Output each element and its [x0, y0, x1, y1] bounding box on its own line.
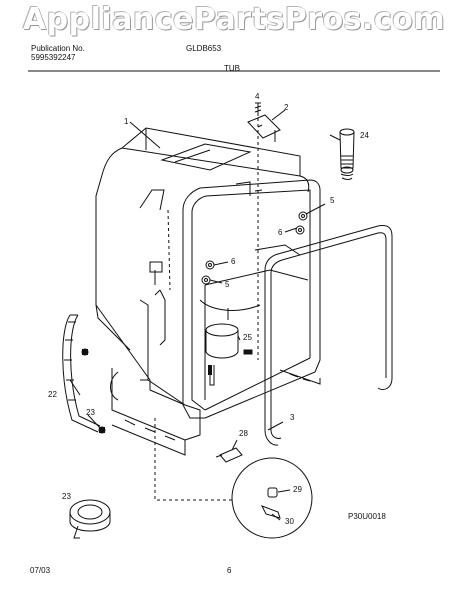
figure-code: P30U0018: [348, 512, 386, 521]
tub-interior: [199, 244, 309, 400]
callouts: 1 2 4 24 5 6 6 5 25 22 23 3 28 23 29 30 …: [48, 92, 386, 526]
leader-lines: [69, 109, 341, 521]
door-gasket: [264, 225, 393, 446]
callout-2: 2: [284, 103, 289, 112]
callout-1: 1: [124, 117, 129, 126]
callout-6a: 6: [278, 228, 283, 237]
page-number: 6: [227, 566, 232, 575]
callout-6b: 6: [231, 257, 236, 266]
clamp-detail: [69, 499, 111, 539]
callout-23a: 23: [86, 408, 95, 417]
watermark-logo: AppliancePartsPros.com: [22, 2, 446, 37]
publication-label: Publication No.: [31, 44, 85, 53]
callout-30: 30: [285, 517, 294, 526]
callout-28: 28: [239, 429, 248, 438]
hinge-bracket: [247, 114, 281, 142]
drain-hose: [62, 314, 101, 433]
callout-23b: 23: [62, 492, 71, 501]
model-number: GLDB653: [186, 44, 222, 53]
callout-24: 24: [360, 131, 369, 140]
callout-4: 4: [255, 92, 260, 101]
footer-date: 07/03: [30, 566, 51, 575]
callout-3: 3: [290, 413, 295, 422]
base-rail: [110, 368, 321, 456]
callout-29: 29: [293, 485, 302, 494]
detail-circle: [231, 457, 313, 539]
callout-25: 25: [243, 333, 252, 342]
section-title: TUB: [224, 64, 240, 73]
publication-number: 5995392247: [31, 53, 76, 62]
vent-tube: [339, 128, 355, 180]
door-frame: [182, 179, 321, 419]
latch-bracket: [215, 447, 243, 463]
dashed-leaders: [154, 118, 259, 501]
callout-5a: 5: [330, 196, 335, 205]
callout-22: 22: [48, 390, 57, 399]
callout-5b: 5: [225, 280, 230, 289]
screw: [254, 102, 262, 116]
tub-body: [95, 127, 310, 406]
sump-assembly: [205, 308, 253, 386]
